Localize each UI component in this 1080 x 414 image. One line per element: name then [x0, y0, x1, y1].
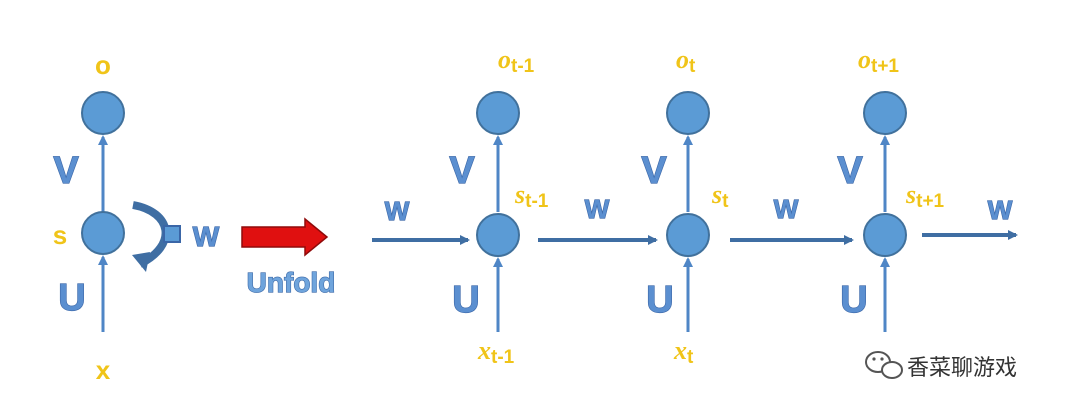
output-label-t-plus-1: ot+1 [858, 45, 899, 77]
input-label-t: xt [673, 336, 694, 368]
u-label-t: U [646, 279, 673, 321]
state-node-t-minus-1 [476, 213, 520, 257]
v-label-t: V [641, 150, 667, 192]
w-label-into-t: W [585, 194, 610, 224]
unfold-label: Unfold [247, 267, 336, 298]
state-node-t [666, 213, 710, 257]
wechat-icon [865, 351, 903, 379]
state-node-t-plus-1 [863, 213, 907, 257]
time-step-t-minus-1: ot-1 V st-1 U xt-1 W [372, 45, 549, 368]
folded-output-label: o [95, 50, 111, 80]
folded-network: o V s W U x [53, 50, 221, 385]
folded-output-node [81, 91, 125, 135]
u-label-t-plus-1: U [840, 279, 867, 321]
watermark: 香菜聊游戏 [865, 351, 1017, 381]
output-node-t-plus-1 [863, 91, 907, 135]
folded-w-label: W [193, 221, 220, 252]
output-node-t [666, 91, 710, 135]
folded-loop-arrowhead [132, 252, 150, 272]
folded-delay-box [163, 225, 181, 243]
state-label-t-minus-1: st-1 [514, 180, 549, 212]
unfold-arrow: Unfold [241, 217, 336, 299]
state-label-t: st [711, 180, 729, 212]
output-node-t-minus-1 [476, 91, 520, 135]
u-label-t-minus-1: U [452, 279, 479, 321]
time-step-t: ot V st U xt W [538, 45, 729, 368]
folded-state-label: s [53, 220, 67, 250]
w-label-into-t-minus-1: W [385, 196, 410, 226]
red-unfold-arrow [241, 217, 329, 257]
folded-input-label: x [96, 355, 111, 385]
time-step-t-plus-1: ot+1 V st+1 U W [730, 45, 945, 332]
output-label-t: ot [676, 45, 696, 77]
w-label-out: W [988, 195, 1013, 225]
input-label-t-minus-1: xt-1 [477, 336, 515, 368]
folded-u-label: U [58, 277, 85, 319]
w-label-into-t-plus-1: W [774, 194, 799, 224]
state-label-t-plus-1: st+1 [905, 180, 945, 212]
output-label-t-minus-1: ot-1 [498, 45, 535, 77]
folded-v-label: V [53, 150, 79, 192]
v-label-t-minus-1: V [449, 150, 475, 192]
v-label-t-plus-1: V [837, 150, 863, 192]
watermark-text: 香菜聊游戏 [907, 356, 1017, 381]
folded-state-node [81, 211, 125, 255]
